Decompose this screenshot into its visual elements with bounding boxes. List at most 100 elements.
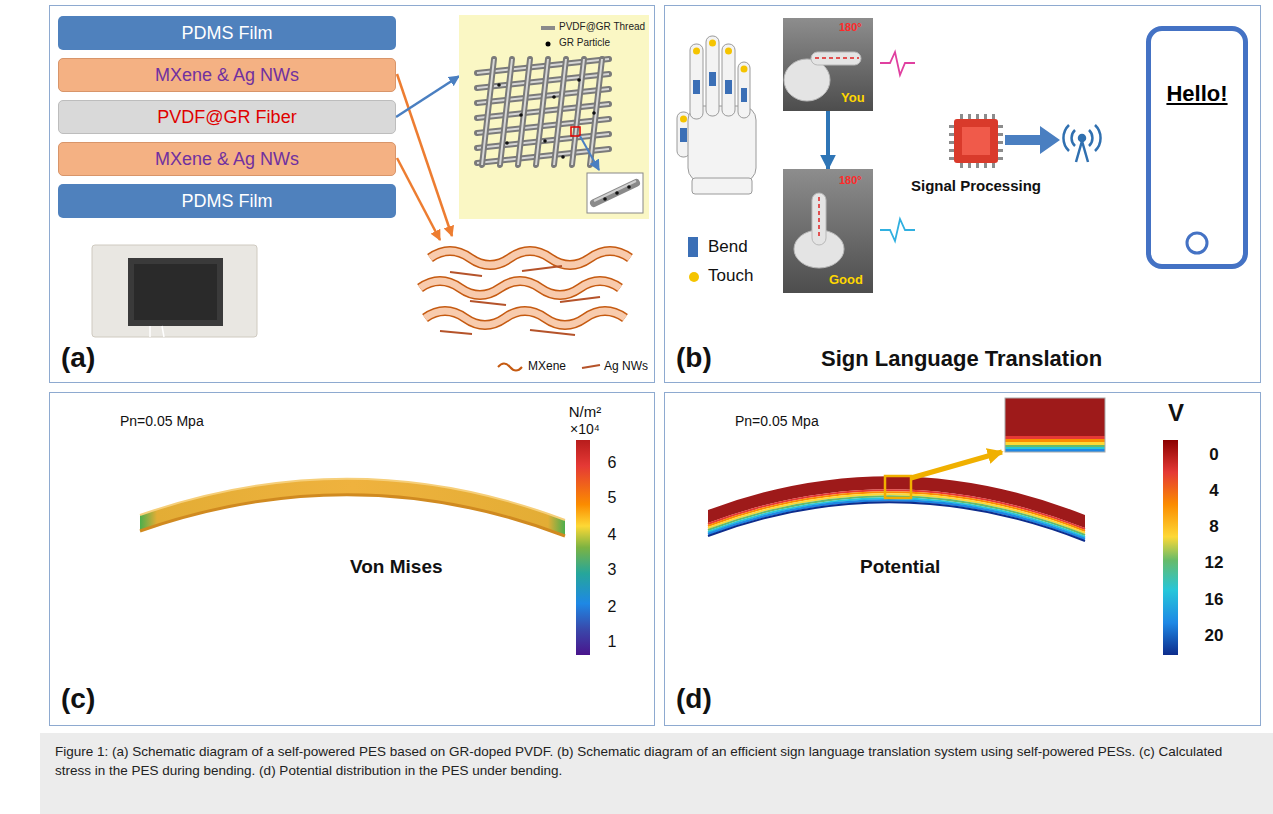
color-bar [1163,440,1178,655]
chip-icon [949,114,1003,168]
photo: 180° You [783,18,873,111]
fiber-mesh [482,59,602,165]
legend-text: Touch [708,266,753,286]
load-label: Pn=0.05 Mpa [120,413,204,429]
fiber-mesh [627,185,631,189]
device-photo [92,245,257,337]
fiber-mesh [594,183,636,203]
panel: (a)PDMS FilmMXene & Ag NWsPVDF@GR FiberM… [49,5,655,383]
zoom-inset [1005,398,1105,452]
zoom-inset [1005,439,1105,442]
box-label: MXene & Ag NWs [155,149,299,170]
sign-word: You [841,90,865,105]
fiber-mesh [505,141,509,145]
antenna-icon [1076,141,1088,162]
connector-arrow [396,76,459,117]
plot-title: Potential [860,556,940,578]
legend-swatch [689,272,699,282]
silver-nanowires [470,301,506,305]
fiber-mesh [482,59,602,165]
fiber-mesh [577,78,581,82]
layer-box: PDMS Film [58,184,396,218]
legend-text: Bend [708,237,748,257]
glove [706,36,719,116]
fiber-mesh [497,83,501,87]
panel-letter: (c) [61,683,95,715]
bent-beam-stress [140,479,565,536]
zoom-arrow [911,452,1002,478]
zoom-inset [1005,447,1105,449]
hand-photo [812,193,826,245]
glove [677,36,756,194]
glove [741,88,747,102]
tick-label: 5 [608,489,617,507]
fiber-mesh [580,136,599,170]
bent-beam-potential [708,500,1085,539]
tick-label: 3 [608,561,617,579]
legend-swatch [688,237,698,257]
glove [725,80,732,94]
layer-box: MXene & Ag NWs [58,142,396,176]
fiber-mesh [571,127,580,136]
bent-beam-stress [140,495,565,536]
fiber-mesh [552,95,556,99]
layer-box: PDMS Film [58,16,396,50]
antenna-icon [1089,130,1092,146]
hand-photo [815,57,859,59]
legend-text: GR Particle [559,37,610,48]
load-label: Pn=0.05 Mpa [735,413,819,429]
layer-box: MXene & Ag NWs [58,58,396,92]
panel: Pn=0.05 MpaPotential (d) [664,392,1261,726]
tick-label: 1 [608,633,617,651]
tick-label: 8 [1209,517,1218,537]
mxene-sheets [425,311,625,325]
tick-label: 2 [608,598,617,616]
antenna-icon [1063,125,1100,162]
silver-nanowires [450,272,482,276]
screen-text: Hello! [1166,81,1227,107]
unit-label: ×10⁴ [570,421,600,437]
fiber-mesh [546,42,551,47]
fiber-mesh [561,155,565,159]
antenna-icon [1095,125,1101,151]
mxene-sheets [420,281,620,295]
zoom-inset [1005,436,1105,439]
signal-waveform [880,52,915,75]
tick-label: 20 [1205,626,1224,646]
zoom-inset [1005,398,1105,436]
layer-box: PVDF@GR Fiber [58,100,396,134]
box-label: PDMS Film [182,23,273,44]
phone: Hello! [1146,26,1248,269]
silver-nanowires [530,330,575,335]
panel: Sign Language Translation(b) 180°You 180… [664,5,1261,383]
glove [680,72,747,142]
device-photo [128,258,223,326]
fiber-mesh [543,139,547,143]
fiber-mesh [459,15,649,219]
legend-text: MXene [528,359,566,373]
tick-label: 4 [608,526,617,544]
panel: Pn=0.05 MpaVon Mises(c) [49,392,655,726]
bent-beam-potential [708,502,1085,541]
color-bar [576,440,590,655]
fabric-inset: PVDF@GR ThreadGR Particle [459,15,649,219]
mxene-sheets [420,281,620,295]
device-photo [150,326,164,337]
device-photo [92,245,257,337]
mxene-sheets [420,251,630,325]
pointer-arrow [397,158,440,240]
glove [693,80,700,94]
glove [690,44,703,119]
transmit-arrow [1005,126,1060,154]
tick-label: 16 [1205,590,1224,610]
hand-photo [783,169,873,293]
panel-letter: (d) [676,683,712,715]
zoom-marker [885,476,911,498]
fiber-mesh [587,173,643,213]
silver-nanowires [560,297,600,302]
legend-sample [582,365,600,368]
hand-photo [811,52,861,65]
glove [709,72,716,86]
angle-label: 180° [839,21,862,33]
